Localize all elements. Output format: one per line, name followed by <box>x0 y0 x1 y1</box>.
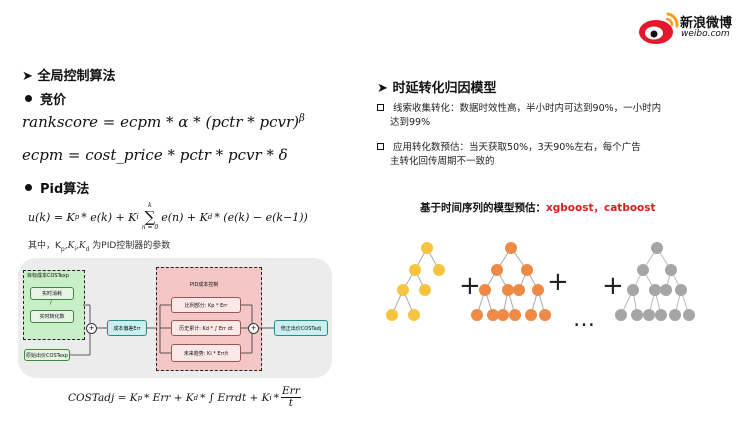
decision-tree-2-icon <box>471 242 551 321</box>
rankscore-formula: rankscore = ecpm * α * (pctr * pcvr)β <box>22 113 305 131</box>
ecpm-formula: ecpm = cost_price * pctr * pcvr * δ <box>22 146 288 164</box>
dot-bullet-icon <box>25 184 32 191</box>
rankscore-exponent: β <box>299 113 305 124</box>
diagram-connectors <box>70 304 274 356</box>
sum-junction-2: + <box>248 323 259 334</box>
adjusted-cost-box: 修正出价COSTadj <box>274 320 328 336</box>
pid-note: 其中，Kp,Ki,Kd 为PID控制器的参数 <box>28 241 171 253</box>
model-names-highlight: xgboost，catboost <box>546 202 656 214</box>
arrow-bullet-icon: ➤ <box>377 81 388 96</box>
original-cost-box: 原始出价COSTexp <box>24 349 70 361</box>
bidding-heading: 竞价 <box>25 89 66 108</box>
section-title-global-control: ➤ 全局控制算法 <box>22 69 116 84</box>
model-caption: 基于时间序列的模型预估：xgboost，catboost <box>420 202 656 214</box>
realtime-consume-box: 实时消耗 <box>30 287 74 300</box>
logo-url: weibo.com <box>681 29 730 39</box>
pid-heading: Pid算法 <box>25 178 89 197</box>
bullet-app-conversion: 应用转化数预估：当天获取50%，3天90%左右，每个广告 主转化回传周期不一致的 <box>377 141 717 169</box>
target-cost-title: 目标成本COSTexp <box>27 273 69 279</box>
section-title-delay-model: ➤ 时延转化归因模型 <box>377 81 497 96</box>
ellipsis: … <box>573 307 595 332</box>
decision-tree-1-icon <box>386 242 445 321</box>
dot-bullet-icon <box>25 95 32 102</box>
integral-box: 历史累计: Kd * ∫ Err dt <box>171 320 241 336</box>
realtime-convert-box: 实时转化数 <box>30 310 74 323</box>
divide-symbol: / <box>50 300 52 306</box>
proportional-box: 比例部分: Kp * Err <box>171 297 241 313</box>
cost-error-box: 成本偏差Err <box>107 320 147 336</box>
square-bullet-icon <box>377 104 384 111</box>
square-bullet-icon <box>377 143 384 150</box>
tree-ensemble-illustration: + + … + <box>386 242 695 332</box>
pid-control-title: PID成本控制 <box>190 282 219 288</box>
logo-name: 新浪微博 <box>680 16 733 31</box>
plus-sign-2: + <box>547 267 569 297</box>
weibo-logo-icon <box>639 12 679 44</box>
target-cost-group <box>23 270 85 340</box>
arrow-bullet-icon: ➤ <box>22 69 33 84</box>
plus-sign-3: + <box>602 271 624 301</box>
decision-tree-3-icon <box>615 242 695 321</box>
sum-junction-1: + <box>86 323 97 334</box>
derivative-box: 未来趋势: Ki * Err/t <box>171 344 241 362</box>
plus-sign-1: + <box>459 271 481 301</box>
bullet-lead-conversion: 线索收集转化：数据时效性高，半小时内可达到90%，一小时内 达到99% <box>377 102 717 130</box>
